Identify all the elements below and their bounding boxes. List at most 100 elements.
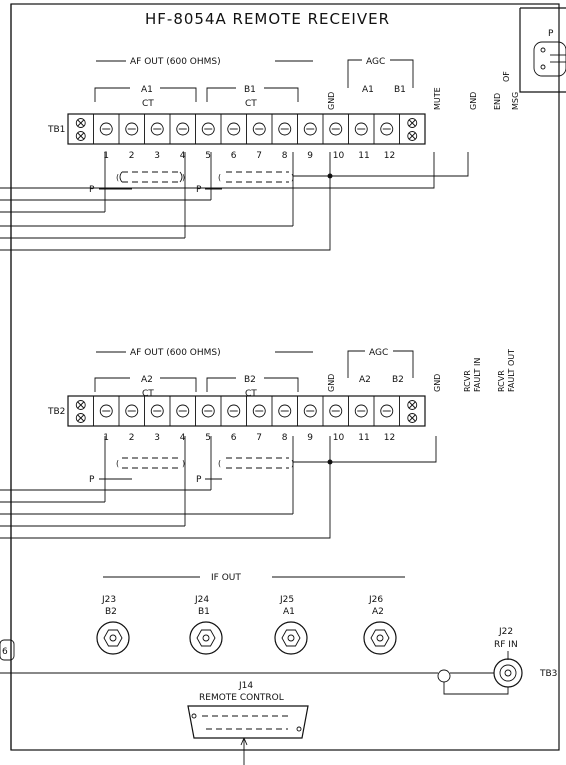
coax-connector-icon — [274, 621, 308, 655]
tb2-mount-screw-icon — [75, 413, 86, 423]
if-connector-id: J26 — [368, 595, 383, 605]
tb1-terminal-screw-icon — [278, 122, 292, 136]
tb2-terminal-strip — [67, 395, 426, 427]
tb1-terminal-screw-icon — [176, 122, 190, 136]
tb2-a-ct: CT — [142, 389, 154, 399]
tb1-terminal-number: 7 — [256, 151, 262, 161]
tb2-terminal-screw-icon — [201, 404, 215, 418]
tb1-gnd2: GND — [469, 92, 478, 110]
tb1-shielded-pair-b: ( ) — [210, 152, 294, 226]
tb1-b-ct: CT — [245, 99, 257, 109]
tb1-terminal-number: 3 — [154, 151, 160, 161]
tb2-fault-out-2: FAULT OUT — [507, 349, 516, 392]
svg-text:): ) — [291, 173, 294, 182]
tb2-p-a: P — [89, 475, 95, 485]
coax-connector-icon — [96, 621, 130, 655]
tb2-label: TB2 — [47, 407, 65, 417]
tb2-fault-out-1: RCVR — [497, 370, 506, 392]
tb3-label: TB3 — [539, 669, 557, 679]
tb2-terminal-screw-icon — [278, 404, 292, 418]
tb2-gnd2: GND — [433, 374, 442, 392]
if-connector-id: J24 — [194, 595, 209, 605]
tb1-terminal-number: 1 — [103, 151, 109, 161]
tb2-terminal-number: 6 — [231, 433, 237, 443]
tb2-group: AF OUT (600 OHMS) A2 B2 CT CT AGC A2 B2 … — [0, 348, 516, 539]
tb2-terminal-number: 11 — [358, 433, 369, 443]
if-connector-name: B2 — [105, 607, 117, 617]
tb1-terminal-screw-icon — [150, 122, 164, 136]
if-connector-name: B1 — [198, 607, 210, 617]
tb2-terminal-number: 7 — [256, 433, 262, 443]
tb2-terminal-number: 12 — [384, 433, 395, 443]
tb1-terminal-screw-icon — [303, 122, 317, 136]
tb2-terminal-number: 8 — [282, 433, 288, 443]
tb2-fault-in-1: RCVR — [463, 370, 472, 392]
coax-connector-icon — [363, 621, 397, 655]
tb2-terminal-screw-icon — [380, 404, 394, 418]
tb1-terminal-screw-icon — [354, 122, 368, 136]
tb1-a-ct: CT — [142, 99, 154, 109]
tb1-end: END — [493, 93, 502, 110]
tb1-terminal-number: 12 — [384, 151, 395, 161]
tb1-msg: MSG — [511, 92, 520, 110]
left-marker: 6 — [0, 639, 15, 661]
tb1-terminal-number: 5 — [205, 151, 211, 161]
tb1-shielded-pair-a: ( ) — [104, 152, 186, 238]
tb2-terminal-screw-icon — [329, 404, 343, 418]
tb1-terminal-number: 4 — [180, 151, 186, 161]
tb2-terminal-number: 9 — [307, 433, 313, 443]
if-connector-id: J25 — [279, 595, 294, 605]
j14-name: REMOTE CONTROL — [199, 693, 284, 703]
if-connector-id: J23 — [101, 595, 116, 605]
if-out-label: IF OUT — [211, 573, 241, 583]
tb2-mount-screw-icon — [407, 400, 418, 410]
tb2-agc-a: A2 — [359, 375, 371, 385]
tb1-mount-screw-icon — [75, 118, 86, 128]
svg-text:): ) — [182, 459, 185, 468]
tb1-terminal-screw-icon — [99, 122, 113, 136]
tb2-terminal-screw-icon — [227, 404, 241, 418]
tb1-label: TB1 — [47, 125, 65, 135]
diagram-title: HF-8054A REMOTE RECEIVER — [145, 10, 390, 28]
tb1-terminal-screw-icon — [125, 122, 139, 136]
tb2-gnd1: GND — [327, 374, 336, 392]
tb1-terminal-number: 6 — [231, 151, 237, 161]
tb1-of: OF — [502, 71, 511, 82]
tb2-terminal-screw-icon — [176, 404, 190, 418]
tb1-terminal-number: 2 — [129, 151, 135, 161]
tb1-b-label: B1 — [244, 85, 256, 95]
svg-text:(: ( — [218, 173, 221, 182]
tb2-a-label: A2 — [141, 375, 153, 385]
if-connector-name: A1 — [283, 607, 295, 617]
tb1-terminal-screw-icon — [227, 122, 241, 136]
tb1-a-label: A1 — [141, 85, 153, 95]
svg-text:P: P — [548, 29, 554, 39]
tb1-terminal-number: 11 — [358, 151, 369, 161]
tb2-terminal-number: 4 — [180, 433, 186, 443]
tb2-terminal-screw-icon — [125, 404, 139, 418]
rf-in-name: RF IN — [494, 640, 518, 650]
tb1-terminal-number: 8 — [282, 151, 288, 161]
tb1-terminal-number: 9 — [307, 151, 313, 161]
tb2-mount-screw-icon — [75, 400, 86, 410]
top-right-connector: P — [519, 7, 566, 93]
tb2-terminal-screw-icon — [150, 404, 164, 418]
tb2-terminal-number: 5 — [205, 433, 211, 443]
coax-connector-icon — [189, 621, 223, 655]
rf-in-group: J22 RF IN TB3 — [0, 627, 557, 695]
j14-id: J14 — [238, 681, 253, 691]
tb1-terminal-number: 10 — [333, 151, 345, 161]
tb1-terminal-screw-icon — [201, 122, 215, 136]
tb1-group: AF OUT (600 OHMS) A1 B1 CT CT AGC A1 B1 … — [0, 57, 520, 251]
tb2-terminal-number: 1 — [103, 433, 109, 443]
tb1-mount-screw-icon — [407, 131, 418, 141]
tb1-agc-label: AGC — [366, 57, 385, 67]
tb1-mount-screw-icon — [75, 131, 86, 141]
tb2-terminal-screw-icon — [99, 404, 113, 418]
tb1-af-out-label: AF OUT (600 OHMS) — [130, 57, 221, 67]
tb2-agc-label: AGC — [369, 348, 388, 358]
